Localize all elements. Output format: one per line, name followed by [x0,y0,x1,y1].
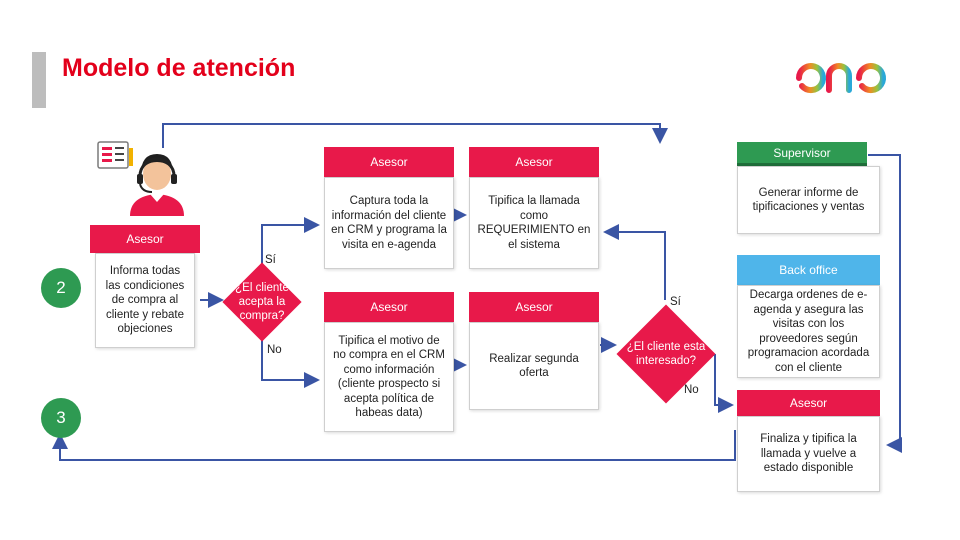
decision-diamond-1: ¿El cliente acepta la compra? [222,262,302,342]
page-title: Modelo de atención [62,54,296,82]
decision-diamond-2: ¿El cliente esta interesado? [616,304,716,404]
col1-bottom-box: Tipifica el motivo de no compra en el CR… [324,322,454,432]
col1-bottom-header: Asesor [324,292,454,322]
col2-bottom-box: Realizar segunda oferta [469,322,599,410]
decision-2-text: ¿El cliente esta interesado? [626,341,706,367]
connector-bottom-return [52,430,736,461]
backoffice-box: Decarga ordenes de e-agenda y asegura la… [737,285,880,378]
col1-top-header: Asesor [324,147,454,177]
supervisor-header: Supervisor [737,142,867,166]
col2-top-header: Asesor [469,147,599,177]
connector-no-1 [261,330,320,388]
agent-header: Asesor [90,225,200,253]
decision-1-no-label: No [267,344,282,356]
connector-yes-1 [261,217,320,270]
step-number-3: 3 [41,398,81,438]
decision-2-yes-label: Sí [670,296,681,308]
decision-1-yes-label: Sí [265,254,276,266]
connector-right-return [868,154,902,453]
connector-yes-2 [603,224,666,300]
call-center-agent-icon [130,154,184,216]
enel-logo [795,51,898,94]
col2-bottom-header: Asesor [469,292,599,322]
supervisor-box: Generar informe de tipificaciones y vent… [737,166,880,234]
decision-2-no-label: No [684,384,699,396]
col3-bottom-box: Finaliza y tipifica la llamada y vuelve … [737,416,880,492]
backoffice-header: Back office [737,255,880,285]
connector-top-loop [162,123,668,148]
col3-bottom-header: Asesor [737,390,880,416]
col1-top-box: Captura toda la información del cliente … [324,177,454,269]
document-icon [97,141,133,169]
step-number-2: 2 [41,268,81,308]
decision-1-text: ¿El cliente acepta la compra? [235,282,289,322]
title-accent-bar [32,52,46,108]
col2-top-box: Tipifica la llamada como REQUERIMIENTO e… [469,177,599,269]
agent-box: Informa todas las condiciones de compra … [95,253,195,348]
